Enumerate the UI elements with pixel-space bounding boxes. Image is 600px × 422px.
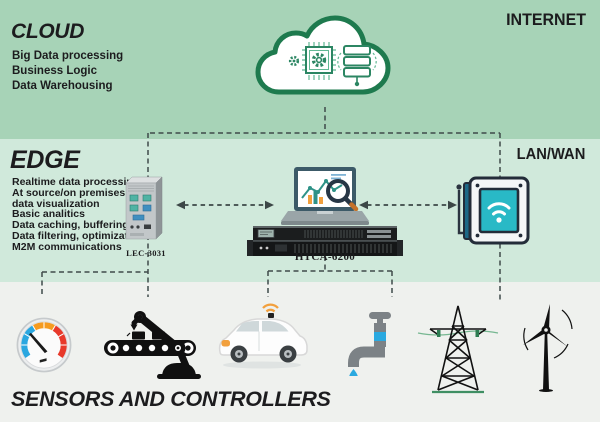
internet-label: INTERNET bbox=[506, 10, 586, 29]
water-drop bbox=[349, 369, 358, 376]
rack-server-icon bbox=[247, 224, 403, 258]
magnifier-icon bbox=[326, 179, 359, 212]
cloud-layer-items: Big Data processing Business Logic Data … bbox=[12, 49, 123, 94]
htca-6200-label: HTCA-6200 bbox=[294, 251, 356, 263]
connected-car-icon bbox=[212, 298, 312, 372]
wind-turbine-icon bbox=[510, 300, 582, 392]
left-double-arrow bbox=[176, 200, 274, 210]
cloud-item: Business Logic bbox=[12, 65, 97, 77]
gauge-icon bbox=[14, 315, 74, 375]
cloud-item: Data Warehousing bbox=[12, 80, 113, 92]
power-tower-icon bbox=[416, 302, 500, 394]
cpu-chip-icon bbox=[302, 42, 336, 80]
small-gear-icon bbox=[288, 55, 300, 67]
edge-item: At source/on premises bbox=[12, 186, 126, 199]
lec-3031-label: LEC-3031 bbox=[126, 248, 166, 258]
laptop-chart bbox=[301, 179, 343, 204]
edge-layer-items: Realtime data processing At source/on pr… bbox=[12, 177, 144, 253]
edge-item: M2M communications bbox=[12, 240, 122, 253]
lan-wan-label: LAN/WAN bbox=[516, 146, 585, 163]
sensors-layer-title: SENSORS AND CONTROLLERS bbox=[11, 387, 331, 411]
robotic-arm-icon bbox=[102, 302, 207, 380]
server-stack-icon bbox=[337, 45, 377, 87]
industrial-box-pc-icon bbox=[120, 175, 170, 246]
cloud-layer-title: CLOUD bbox=[11, 20, 85, 43]
analytics-laptop-icon bbox=[281, 165, 369, 229]
edge-item: Realtime data processing bbox=[12, 176, 140, 188]
edge-item: Data filtering, optimization bbox=[12, 229, 144, 242]
edge-item: Data caching, buffering bbox=[12, 219, 129, 232]
wifi-icon bbox=[487, 202, 511, 216]
water-faucet-icon bbox=[343, 310, 407, 376]
cloud-icon bbox=[248, 6, 400, 110]
edge-layer-title: EDGE bbox=[10, 146, 80, 174]
wireless-panel-icon bbox=[452, 170, 536, 252]
edge-item: Basic analitics bbox=[12, 208, 85, 221]
edge-item: data visualization bbox=[12, 197, 100, 210]
car-wifi-antenna bbox=[262, 303, 279, 318]
cloud-item: Big Data processing bbox=[12, 50, 124, 62]
right-double-arrow bbox=[359, 200, 457, 210]
